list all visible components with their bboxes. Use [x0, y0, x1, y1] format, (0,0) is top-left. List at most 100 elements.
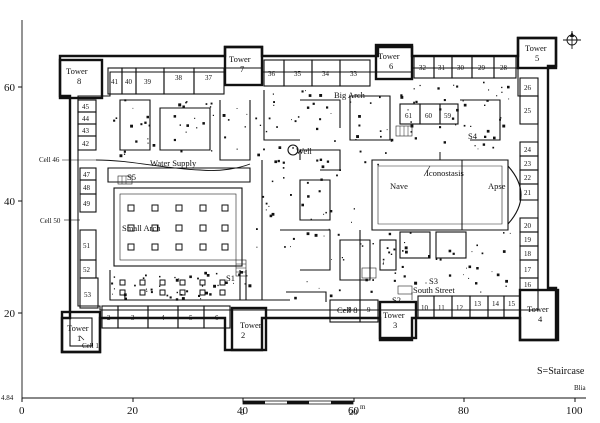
rubble-stone	[197, 277, 199, 280]
rubble-stone	[390, 140, 392, 142]
rubble-stone	[256, 246, 258, 248]
rubble-stone	[319, 158, 323, 161]
cell-4: 4	[161, 314, 165, 322]
north-arrow-icon	[563, 31, 581, 49]
x-tick-80: 80	[458, 405, 470, 417]
rubble-stone	[323, 235, 325, 237]
rubble-marks	[111, 81, 511, 301]
rubble-stone	[413, 101, 415, 104]
rubble-stone	[307, 195, 310, 198]
rubble-stone	[173, 115, 177, 118]
rubble-stone	[484, 104, 486, 106]
rubble-stone	[388, 232, 392, 236]
rubble-stone	[404, 242, 406, 244]
label-s2: S2	[392, 295, 401, 305]
rubble-stone	[481, 252, 484, 255]
rubble-stone	[356, 135, 359, 138]
rubble-stone	[394, 272, 397, 274]
label-cell-1: Cell 1	[82, 342, 99, 350]
cell-28: 28	[500, 64, 508, 72]
cell-16: 16	[524, 281, 532, 289]
tower-4: Tower 4	[518, 288, 560, 342]
rubble-stone	[224, 136, 227, 139]
rubble-stone	[123, 150, 126, 153]
rubble-stone	[428, 255, 431, 258]
x-tick-0: 0	[19, 405, 25, 417]
tower-4-name: Tower	[527, 304, 549, 314]
cell-38: 38	[175, 74, 183, 82]
cell-11: 11	[438, 304, 445, 312]
rubble-stone	[246, 275, 248, 277]
rubble-stone	[119, 154, 123, 158]
rubble-stone	[273, 101, 275, 103]
rubble-stone	[372, 243, 374, 245]
rubble-stone	[328, 228, 330, 230]
rubble-stone	[382, 263, 384, 265]
rubble-stone	[365, 278, 368, 282]
scale-bar-start: 0	[240, 407, 244, 417]
cell-23: 23	[524, 160, 532, 168]
label-cell-50: Cell 50	[40, 217, 61, 225]
x-tick-60: 60	[348, 405, 360, 417]
rubble-stone	[443, 99, 446, 102]
tower-1-number: 1	[77, 333, 81, 343]
staircase-legend: S=Staircase	[537, 366, 585, 377]
rubble-stone	[448, 274, 452, 277]
cell-8: 8	[348, 306, 352, 314]
rubble-stone	[496, 273, 500, 277]
rubble-stone	[471, 251, 473, 253]
bottom-cells-row: 2 3 4 5 6 8 9 10 11 12 13 14 15	[101, 295, 521, 329]
cell-51: 51	[83, 242, 91, 250]
rubble-stone	[147, 138, 149, 140]
cell-44: 44	[82, 115, 90, 123]
rubble-stone	[146, 115, 149, 119]
scale-bar: 0 20 m	[240, 400, 366, 417]
rubble-stone	[338, 289, 341, 292]
rubble-stone	[246, 113, 248, 115]
tower-3-number: 3	[393, 320, 397, 330]
rubble-stone	[265, 209, 267, 211]
x-tick-40: 40	[237, 405, 249, 417]
rubble-stone	[443, 141, 446, 144]
rubble-stone	[476, 267, 479, 270]
area-labels: Big Arch S4 Well Water Supply Cell 46 S5…	[39, 90, 587, 392]
small-arch-hall	[107, 167, 251, 301]
tower-2-number: 2	[241, 330, 245, 340]
label-cell-46: Cell 46	[39, 156, 60, 164]
rubble-stone	[276, 126, 278, 128]
rubble-stone	[386, 129, 388, 131]
rubble-stone	[507, 85, 510, 89]
tower-2: Tower 2	[230, 306, 268, 352]
tower-7: Tower 7	[223, 45, 264, 87]
rubble-stone	[419, 84, 421, 87]
rubble-stone	[124, 99, 127, 102]
cell-60: 60	[425, 112, 433, 120]
tower-5-number: 5	[535, 53, 539, 63]
cell-31: 31	[438, 64, 446, 72]
rubble-stone	[273, 104, 275, 106]
y-origin-label: 4.84	[1, 394, 14, 402]
tower-6: Tower 6	[374, 43, 414, 81]
top-cells-row: 41 40 39 38 37 36 35 34 33 32 31 30 29 2…	[107, 55, 517, 95]
plan-axes: 60 40 20 4.84 0 20 40 60 80 100	[1, 20, 586, 417]
rubble-stone	[393, 248, 396, 251]
rubble-stone	[360, 243, 362, 245]
rubble-stone	[198, 294, 201, 297]
rubble-stone	[238, 273, 241, 276]
central-ruins	[119, 90, 501, 302]
rubble-stone	[132, 107, 134, 109]
rubble-stone	[492, 146, 495, 149]
rubble-stone	[200, 298, 202, 300]
rubble-stone	[361, 245, 364, 247]
rubble-stone	[502, 250, 506, 253]
cell-40: 40	[125, 78, 133, 86]
rubble-stone	[486, 99, 489, 102]
cell-20: 20	[524, 222, 532, 230]
rubble-stone	[312, 102, 315, 105]
rubble-stone	[182, 105, 185, 108]
tower-4-number: 4	[538, 314, 543, 324]
tower-7-number: 7	[240, 64, 244, 74]
rubble-stone	[390, 253, 393, 255]
rubble-stone	[505, 279, 508, 283]
rubble-stone	[329, 294, 333, 298]
